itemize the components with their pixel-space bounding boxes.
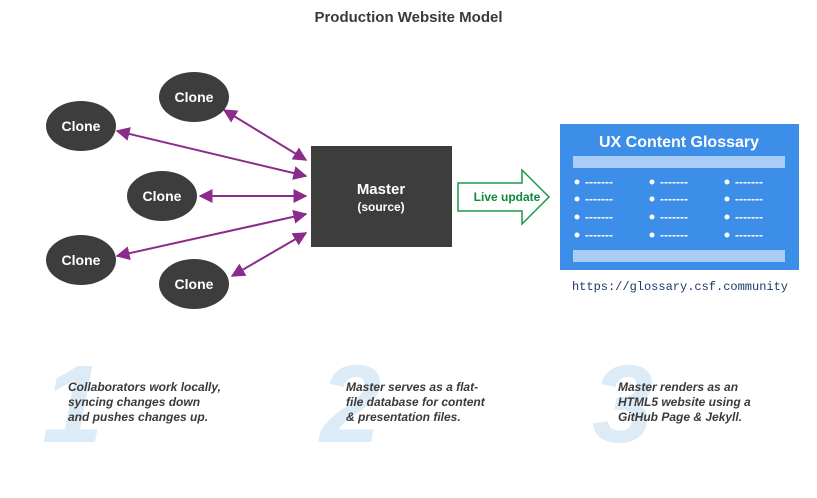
master-node: Master (source) [311,146,452,247]
sync-arrow-clone-4 [115,209,308,261]
live-update-label: Live update [474,190,541,204]
sync-arrow-clone-1 [222,109,308,161]
clone-node-2: Clone [46,101,116,151]
bullet-placeholder: ------- [735,175,763,189]
bullet-dot [574,196,580,202]
step-number: 3 [592,343,654,466]
bullet-dot [649,179,655,185]
step-number: 2 [320,343,382,466]
sync-arrow-clone-5 [230,232,308,277]
bullet-placeholder: ------- [585,210,613,224]
glossary-website: UX Content Glossary ------- ------- ----… [560,124,799,270]
bullet-placeholder: ------- [585,175,613,189]
clone-node-4: Clone [46,235,116,285]
glossary-footer-bar [573,250,785,262]
step-number: 1 [42,343,104,466]
clone-label: Clone [143,188,182,204]
glossary-header-bar [573,156,785,168]
bullet-dot [724,232,730,238]
bullet-placeholder: ------- [585,192,613,206]
clone-label: Clone [175,89,214,105]
diagram-title: Production Website Model [314,9,503,26]
bullet-dot [724,179,730,185]
sync-arrows [115,109,308,277]
bullet-dot [724,196,730,202]
bullet-dot [649,214,655,220]
clone-node-3: Clone [127,171,197,221]
bullet-dot [574,179,580,185]
clone-label: Clone [62,118,101,134]
bullet-dot [649,196,655,202]
master-sublabel: (source) [357,200,404,214]
glossary-url: https://glossary.csf.community [571,280,789,294]
bullet-dot [724,214,730,220]
bullet-placeholder: ------- [660,228,688,242]
bullet-placeholder: ------- [660,210,688,224]
step-3: 3 Master renders as an HTML5 website usi… [592,350,812,460]
glossary-title: UX Content Glossary [599,134,759,151]
clone-node-5: Clone [159,259,229,309]
bullet-dot [574,214,580,220]
step-description: Master renders as an HTML5 website using… [618,380,751,424]
clone-node-1: Clone [159,72,229,122]
master-label: Master [357,181,406,198]
step-description: Collaborators work locally, syncing chan… [68,380,221,424]
bullet-placeholder: ------- [735,228,763,242]
step-description: Master serves as a flat- file database f… [346,380,485,424]
bullet-dot [574,232,580,238]
glossary-bullet-grid: ------- ------- ------- ------- ------- … [574,175,763,242]
bullet-placeholder: ------- [585,228,613,242]
bullet-placeholder: ------- [660,175,688,189]
sync-arrow-clone-2 [115,127,308,180]
step-1: 1 Collaborators work locally, syncing ch… [42,350,262,460]
live-update-arrow: Live update [457,168,551,226]
bullet-placeholder: ------- [735,192,763,206]
bullet-dot [649,232,655,238]
clone-label: Clone [175,276,214,292]
bullet-placeholder: ------- [660,192,688,206]
step-2: 2 Master serves as a flat- file database… [320,350,540,460]
clone-label: Clone [62,252,101,268]
bullet-placeholder: ------- [735,210,763,224]
